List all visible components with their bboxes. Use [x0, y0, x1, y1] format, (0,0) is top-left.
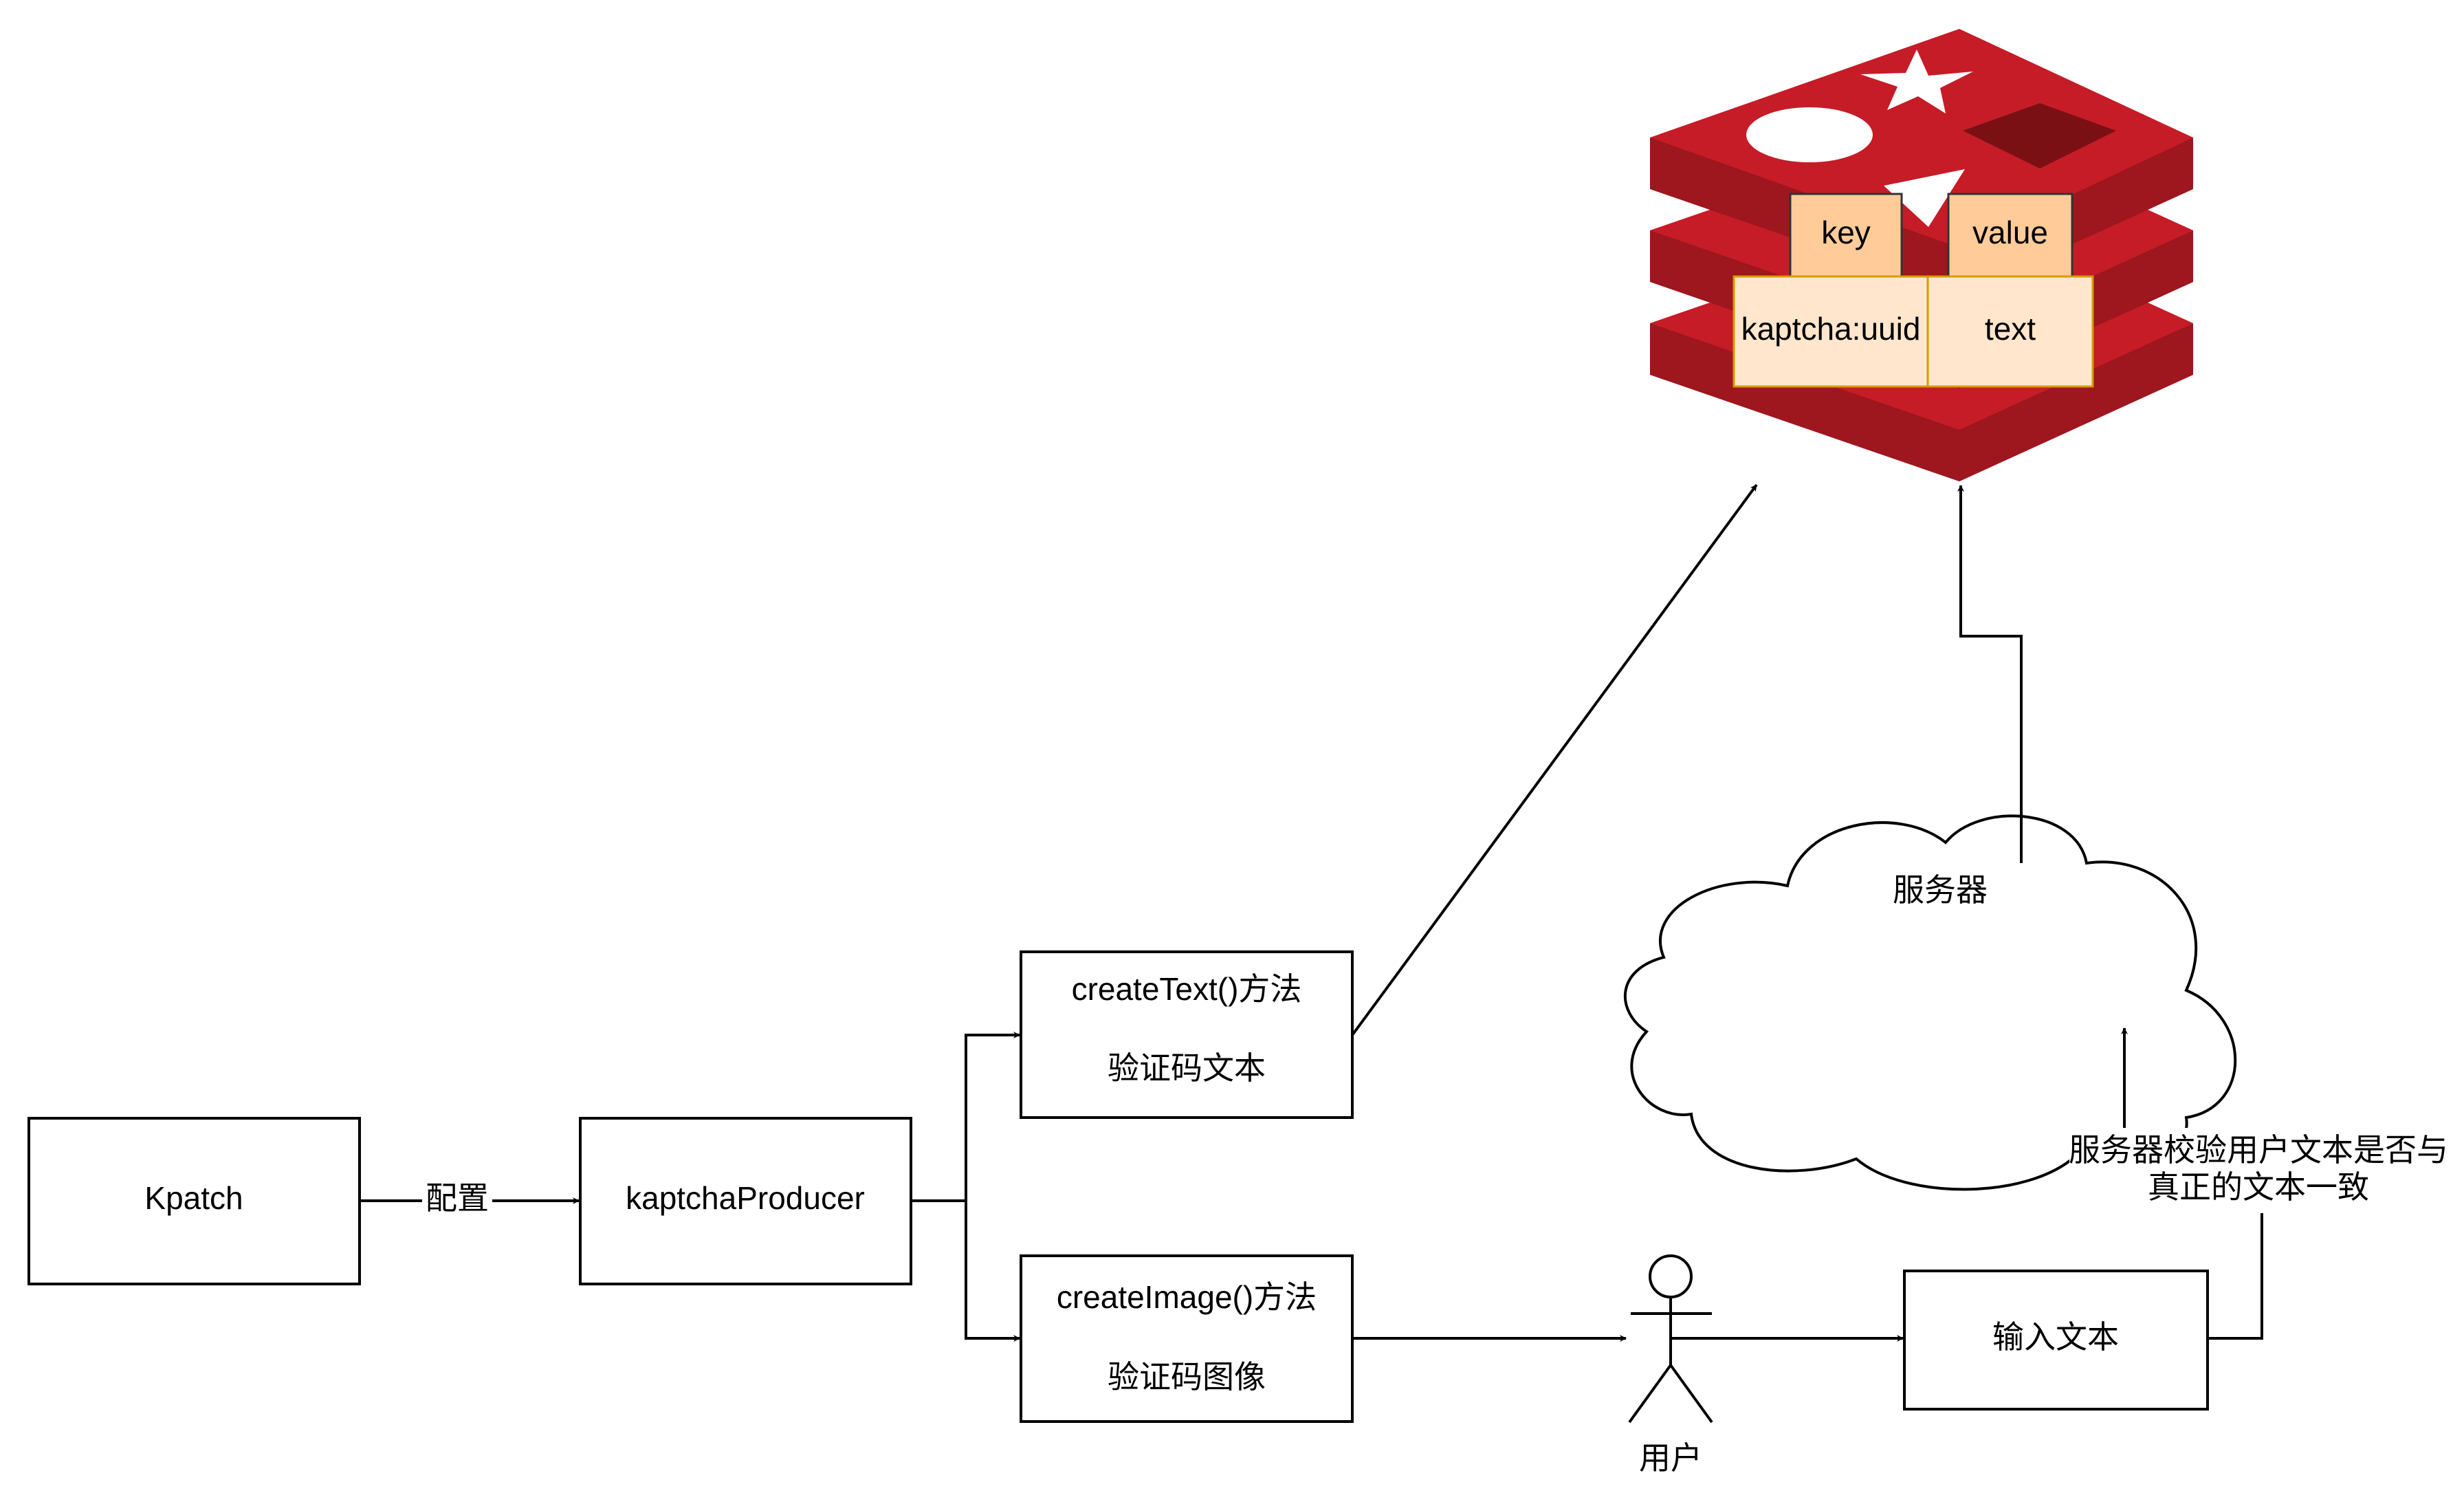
- value-header-label: value: [1972, 215, 2048, 250]
- verify-label-line1: 服务器校验用户文本是否与: [2069, 1132, 2448, 1168]
- kpatch-node[interactable]: Kpatch: [28, 1117, 361, 1285]
- kpatch-label: Kpatch: [144, 1180, 243, 1216]
- create-image-node[interactable]: createImage()方法 验证码图像: [1020, 1254, 1354, 1423]
- redis-ellipse-shape: [1746, 107, 1873, 162]
- value-header-cell[interactable]: [1947, 193, 2074, 278]
- kaptcha-producer-label: kaptchaProducer: [626, 1180, 865, 1216]
- redis-diamond-shape: [1963, 103, 2116, 168]
- user-icon: [1628, 1254, 1713, 1424]
- verify-label-line2: 真正的文本一致: [2148, 1169, 2369, 1205]
- edge-server-redis: [1957, 485, 2023, 863]
- config-label: 配置: [426, 1180, 489, 1216]
- value-value-cell[interactable]: [1926, 275, 2094, 388]
- create-image-sublabel: 验证码图像: [1108, 1359, 1266, 1395]
- create-image-label: createImage()方法: [1057, 1279, 1317, 1315]
- user-actor[interactable]: 用户: [1628, 1254, 1713, 1476]
- redis-star-shape: [1860, 50, 1973, 113]
- key-value-label: kaptcha:uuid: [1741, 311, 1921, 347]
- edge-createtext-redis: [1351, 483, 1758, 1036]
- server-label: 服务器: [1893, 872, 1988, 908]
- redis-kv-table: key value kaptcha:uuid text: [1732, 193, 2094, 388]
- edge-producer-createimage: [965, 1201, 1020, 1342]
- key-value-cell[interactable]: [1732, 275, 1929, 388]
- config-label-bg: [422, 1182, 492, 1220]
- user-label: 用户: [1639, 1440, 1702, 1476]
- input-text-node[interactable]: 输入文本: [1903, 1270, 2209, 1411]
- server-cloud[interactable]: 服务器: [1623, 814, 2237, 1191]
- value-value-label: text: [1985, 311, 2036, 347]
- redis-logo-icon: [1650, 29, 2193, 481]
- redis-triangle-shape: [1884, 169, 1965, 227]
- create-text-node[interactable]: createText()方法 验证码文本: [1020, 950, 1354, 1119]
- edge-inputtext-server: [2208, 1212, 2263, 1340]
- create-text-sublabel: 验证码文本: [1108, 1050, 1266, 1086]
- kaptcha-producer-node[interactable]: kaptchaProducer: [579, 1117, 912, 1285]
- input-text-label: 输入文本: [1992, 1319, 2119, 1355]
- create-text-label: createText()方法: [1072, 971, 1302, 1007]
- key-header-label: key: [1821, 215, 1871, 250]
- verify-label-bg: [2069, 1128, 2448, 1213]
- edge-producer-createtext: [911, 1032, 1020, 1202]
